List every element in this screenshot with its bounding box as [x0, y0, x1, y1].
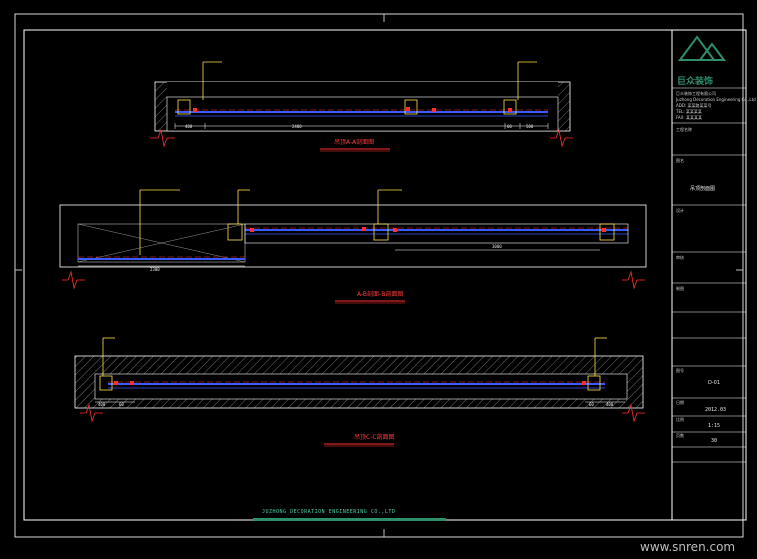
tb-label-design: 设计 — [676, 207, 684, 213]
outer-frame — [14, 13, 744, 538]
company-line-5: FAX: 某某某某 — [676, 114, 702, 120]
tb-label-pages: 页数 — [676, 432, 684, 438]
section-a-a: 400 2400 60 500 吊顶A-A剖面图 — [150, 61, 573, 152]
dim-c-3: 60 — [589, 402, 594, 407]
section-b-title: A-B剖面-B剖面图 — [357, 290, 403, 298]
company-line-4: TEL: 某某某某 — [675, 108, 702, 114]
dim-a-1: 400 — [185, 124, 193, 129]
footer-company: JUZHONG DECORATION ENGINEERING CO.,LTD — [262, 509, 395, 515]
dim-c-2: 60 — [119, 402, 124, 407]
dim-c-1: 400 — [98, 402, 106, 407]
dim-b-1: 2300 — [150, 267, 160, 272]
tb-value-pages: 30 — [711, 438, 717, 444]
tb-value-drawing: 吊顶剖面图 — [690, 185, 715, 192]
tb-label-draw: 制图 — [676, 285, 684, 291]
dim-a-2: 2400 — [292, 124, 302, 129]
tb-label-scale: 比例 — [676, 416, 684, 422]
section-c-c: 400 60 60 400 吊顶C-C剖面图 — [74, 337, 645, 447]
frame-ticks — [15, 14, 743, 537]
dim-a-3: 60 — [507, 124, 512, 129]
tb-label-number: 图号 — [676, 367, 684, 373]
section-b: 2300 3000 A-B剖面-B剖面图 — [59, 189, 647, 304]
dim-b-2: 3000 — [492, 244, 502, 249]
tb-label-date: 日期 — [676, 399, 684, 405]
logo-icon — [678, 35, 716, 61]
watermark: www.snren.com — [640, 540, 735, 554]
tb-value-number: D-01 — [708, 380, 720, 386]
company-line-3: ADD: 某某路某某号 — [676, 102, 712, 108]
logo-wordmark: 巨众装饰 — [677, 75, 713, 87]
title-block: 巨众装饰 巨众装饰工程有限公司 Juzhong Decoration Engin… — [672, 35, 756, 463]
company-line-2: Juzhong Decoration Engineering Co.,Ltd — [675, 97, 756, 102]
tb-label-drawing: 图名 — [676, 157, 684, 163]
section-c-title: 吊顶C-C剖面图 — [354, 433, 395, 441]
dim-c-4: 400 — [606, 402, 614, 407]
tb-value-scale: 1:15 — [708, 423, 720, 429]
section-a-title: 吊顶A-A剖面图 — [334, 138, 374, 146]
tb-value-date: 2012.03 — [705, 407, 726, 413]
company-line-1: 巨众装饰工程有限公司 — [676, 90, 716, 96]
tb-label-check: 审核 — [676, 254, 684, 260]
tb-label-project: 工程名称 — [676, 126, 692, 132]
footer-bar — [253, 518, 446, 521]
dim-a-4: 500 — [526, 124, 534, 129]
